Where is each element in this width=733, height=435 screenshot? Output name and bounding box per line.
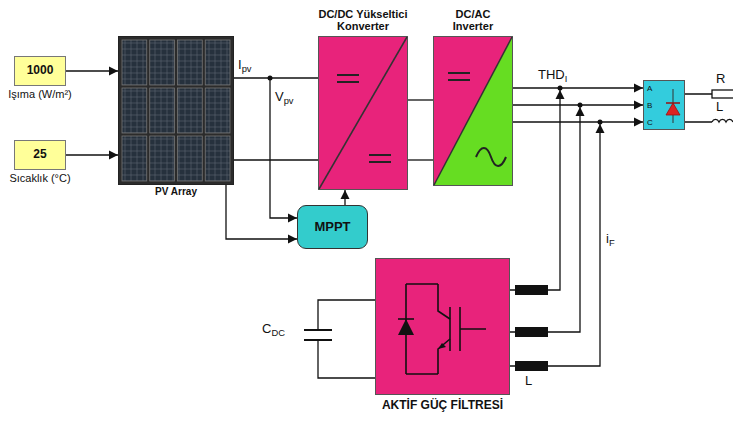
igbt-gate [460,307,486,351]
input-value: 1000 [27,64,54,78]
temperature-input-box: 25Sıcaklık (°C) [14,140,66,170]
pin-name: C [647,118,653,127]
signal-name: Ipv [238,58,252,75]
capacitor-symbol [304,330,332,340]
block-title: DC/DC Yükseltici Konverter [311,8,415,33]
solar-panel [178,136,203,181]
solar-panel [205,88,230,133]
input-label: Işıma (W/m²) [8,88,72,101]
input-value: 25 [33,148,46,162]
text-subscript: F [609,238,615,248]
igbt-emitter [438,339,450,374]
connector-wire [344,190,345,205]
text-subscript: DC [271,328,285,338]
text-subscript: pv [242,64,252,74]
rectifier-load-block: ABC [643,80,685,130]
signal-name: THDI [538,68,567,85]
pin-name: B [647,101,652,110]
inductor-symbol [515,285,548,295]
solar-panel [122,136,147,181]
text-part: I [238,57,242,72]
text-part: C [262,321,271,336]
pv-symbol [119,37,235,186]
filter-wire-b [510,107,580,332]
junction-dot [598,120,603,125]
pv-array-panel: PV Array [118,36,234,185]
text-part: i [606,231,609,246]
component-name: CDC [262,322,285,339]
igbt-arrow [438,343,446,349]
diode-symbol [398,319,414,335]
solar-panel [150,136,175,181]
connector-wire [234,77,318,78]
diode-symbol [666,103,680,115]
phase-a-wire [513,87,643,88]
component-name: R [716,72,725,87]
inductor-symbol [515,327,548,337]
connector-wire [513,104,643,105]
active-filter-block: AKTİF GÜÇ FİLTRESİ [375,258,510,395]
converter-diagonal [319,37,407,189]
inductor-symbol [712,119,733,122]
input-label: Sıcaklık (°C) [9,172,70,185]
solar-panel [205,136,230,181]
irradiance-input-box: 1000Işıma (W/m²) [14,56,66,86]
text-subscript: I [565,74,568,84]
connector-wire [226,185,297,239]
inv-symbol [434,37,514,187]
inverter-block: DC/AC Inverter [433,36,513,186]
filter-wire-c [510,124,600,366]
inverter-diagonal [434,37,512,185]
junction-dot [558,86,563,91]
conv-symbol [319,37,409,191]
component-name: L [525,374,532,389]
block-title: DC/AC Inverter [440,8,506,33]
connector-wire [66,70,118,71]
diode-bar [666,102,680,104]
solar-panel [178,40,203,85]
load-wire [685,94,712,122]
text-part: V [275,89,284,104]
dc-symbol [448,73,470,80]
block-title: PV Array [155,186,197,198]
inductor-symbol [515,361,548,371]
text-part: THD [538,67,565,82]
solar-panel [122,40,147,85]
solar-panel [122,88,147,133]
dcdc-converter-block: DC/DC Yükseltici Konverter [318,36,408,190]
block-title: AKTİF GÜÇ FİLTRESİ [382,399,503,413]
pin-name: A [647,84,652,93]
igbt-collector [438,284,450,319]
mppt-box: MPPT [297,205,368,249]
connector-wire [66,154,118,155]
dc-symbol [369,155,391,162]
signal-name: Vpv [275,90,294,107]
text-subscript: pv [284,96,294,106]
solar-panel [150,40,175,85]
ac-symbol [476,148,506,166]
vpv-sense-wire [270,78,297,218]
igbt-symbol [376,259,511,396]
dc-link-wire [408,159,433,160]
filter-wire-a [510,90,560,290]
block-title: MPPT [314,220,350,235]
phase-c-wire [513,121,643,122]
igbt-channel [449,307,451,351]
diode-bar [398,318,414,320]
component-name: L [716,100,723,115]
signal-name: iF [606,232,615,249]
pv-lower-wire [234,159,318,160]
solar-panel [150,88,175,133]
resistor-symbol [712,90,733,98]
dc-symbol [337,75,359,82]
solar-panel [205,40,230,85]
connector-wire [408,99,433,100]
solar-panel [178,88,203,133]
